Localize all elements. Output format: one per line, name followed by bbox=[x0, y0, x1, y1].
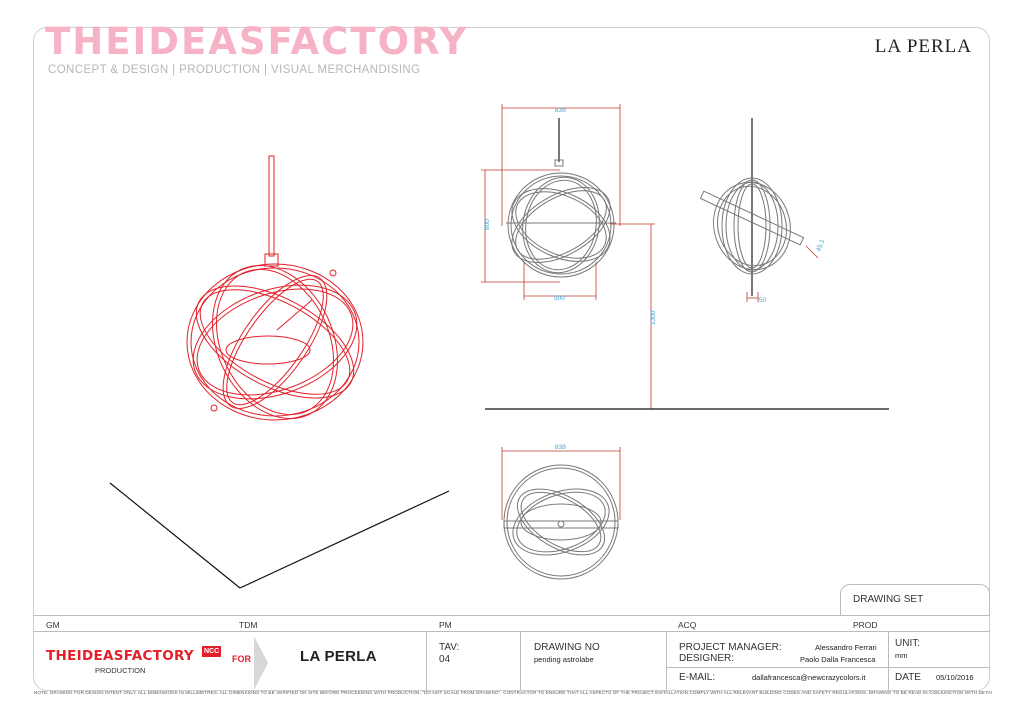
email-value[interactable]: dallafrancesca@newcrazycolors.it bbox=[752, 673, 866, 682]
project-manager-label: PROJECT MANAGER: bbox=[679, 642, 782, 653]
perspective-pivot-left bbox=[210, 404, 218, 412]
brand-logo: THEIDEASFACTORY bbox=[45, 20, 469, 63]
divider-date bbox=[888, 667, 990, 668]
header-acq: ACQ bbox=[678, 620, 697, 630]
perspective-rod bbox=[268, 155, 275, 257]
bottom-view-dimensions bbox=[501, 447, 621, 520]
dim-front-height: 800 bbox=[484, 219, 491, 230]
for-label: FOR bbox=[232, 654, 251, 664]
dim-total-height: 1300 bbox=[650, 310, 657, 325]
perspective-pivot-right bbox=[329, 269, 337, 277]
floor-plane bbox=[109, 482, 450, 589]
side-view bbox=[699, 118, 805, 296]
perspective-inner-rod bbox=[276, 299, 313, 331]
divider-project bbox=[666, 631, 667, 690]
drawing-no-value: pending astrolabe bbox=[534, 655, 594, 664]
divider-unit bbox=[888, 631, 889, 690]
drawing-no-label: DRAWING NO bbox=[534, 642, 600, 653]
perspective-rings bbox=[186, 263, 364, 421]
designer-name: Paolo Dalla Francesca bbox=[800, 655, 876, 664]
divider-drawing-no bbox=[520, 631, 521, 690]
header-prod: PROD bbox=[853, 620, 878, 630]
footnote: NOTE: DRAWING FOR DESIGN INTENT ONLY. AL… bbox=[34, 690, 992, 695]
tav-label: TAV: bbox=[439, 642, 460, 653]
brand-tagline: CONCEPT & DESIGN | PRODUCTION | VISUAL M… bbox=[48, 64, 421, 76]
tav-value: 04 bbox=[439, 654, 451, 665]
for-arrow bbox=[254, 636, 268, 690]
title-block-brand-sub: PRODUCTION bbox=[95, 666, 146, 675]
header-tdm: TDM bbox=[239, 620, 258, 630]
dim-bottom-width: 838 bbox=[555, 444, 566, 451]
perspective-hub bbox=[264, 253, 279, 267]
email-label: E-MAIL: bbox=[679, 672, 716, 683]
title-block-header-line bbox=[34, 631, 990, 632]
title-block-client: LA PERLA bbox=[300, 648, 377, 665]
unit-label: UNIT: bbox=[895, 638, 920, 649]
drawing-set-label: DRAWING SET bbox=[853, 594, 924, 605]
bottom-view bbox=[503, 464, 619, 580]
date-label: DATE bbox=[895, 672, 921, 683]
divider-tav bbox=[426, 631, 427, 690]
side-view-dimensions bbox=[746, 245, 819, 302]
title-block-brand-badge: NCC bbox=[202, 646, 222, 657]
title-block-brand: THEIDEASFACTORY bbox=[46, 648, 194, 664]
dim-front-bottom: 500 bbox=[554, 295, 565, 302]
unit-value: mm bbox=[895, 651, 908, 660]
project-manager-name: Alessandro Ferrari bbox=[815, 643, 877, 652]
front-view bbox=[506, 118, 616, 278]
date-value: 05/10/2016 bbox=[936, 673, 974, 682]
perspective-view bbox=[186, 155, 364, 421]
dim-side-diameter: 45.1 bbox=[815, 238, 826, 253]
client-logo: LA PERLA bbox=[874, 36, 972, 57]
divider-email bbox=[666, 667, 888, 668]
designer-label: DESIGNER: bbox=[679, 653, 735, 664]
header-gm: GM bbox=[46, 620, 60, 630]
drawing-frame bbox=[33, 27, 990, 691]
dim-side-base: 50 bbox=[759, 297, 767, 304]
header-pm: PM bbox=[439, 620, 452, 630]
title-block-top-line bbox=[34, 615, 990, 616]
front-view-dimensions bbox=[481, 104, 655, 409]
dim-front-width: 838 bbox=[555, 107, 566, 114]
